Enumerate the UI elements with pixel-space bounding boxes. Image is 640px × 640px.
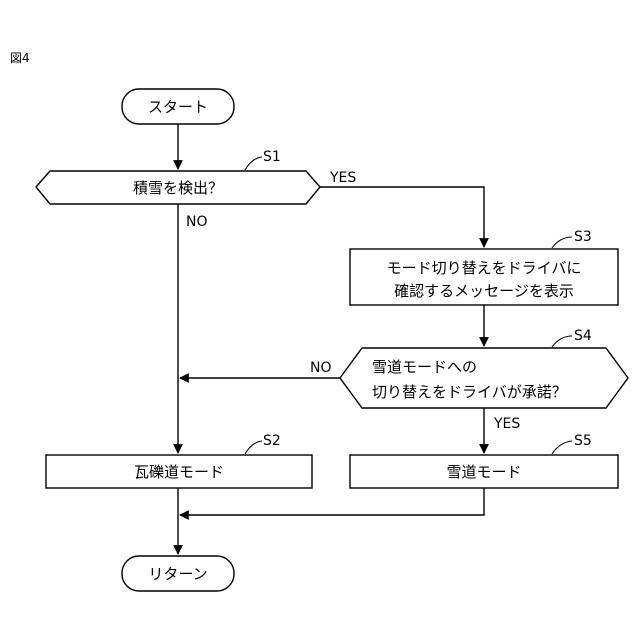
s1-no-label: NO: [186, 214, 208, 230]
s4-step-id: S4: [574, 328, 592, 344]
s3-label-line1: モード切り替えをドライバに: [387, 259, 582, 277]
start-label: スタート: [148, 98, 208, 116]
s1-step-leader: [245, 157, 262, 170]
edge-s1-yes-to-s3: [320, 187, 484, 247]
s3-step-leader: [552, 237, 572, 248]
edge-s5-to-merge: [180, 488, 484, 515]
s2-step-leader: [245, 441, 262, 454]
s2-label: 瓦礫道モード: [134, 463, 224, 481]
s5-label: 雪道モード: [446, 463, 521, 481]
s4-label-line1: 雪道モードへの: [372, 358, 477, 376]
s3-step-id: S3: [574, 229, 592, 245]
s5-step-leader: [552, 441, 572, 454]
s4-yes-label: YES: [493, 416, 520, 432]
s2-step-id: S2: [263, 433, 281, 449]
s5-step-id: S5: [574, 433, 592, 449]
s4-step-leader: [552, 336, 572, 347]
s1-label: 積雪を検出？: [133, 179, 223, 197]
s4-no-label: NO: [310, 360, 332, 376]
s4-label-line2: 切り替えをドライバが承諾？: [372, 383, 567, 401]
figure-label: 図4: [10, 51, 30, 65]
s1-step-id: S1: [263, 149, 281, 165]
return-label: リターン: [148, 565, 207, 583]
s3-label-line2: 確認するメッセージを表示: [394, 282, 574, 300]
s1-yes-label: YES: [329, 170, 356, 186]
